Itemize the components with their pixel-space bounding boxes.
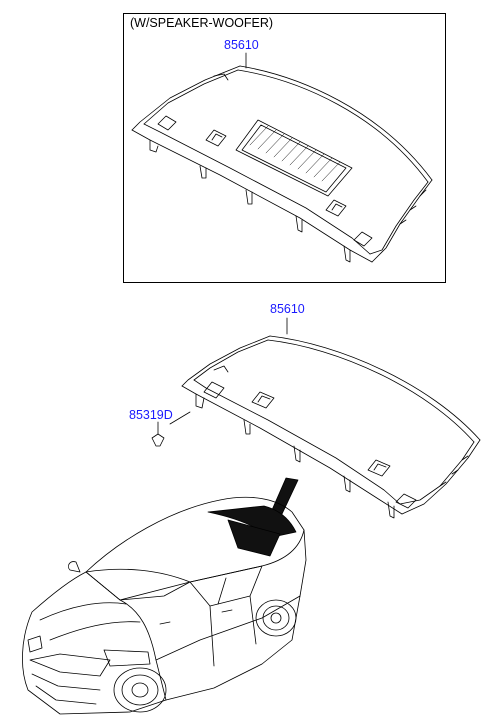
part-number-callout-inset[interactable]: 85610 [224,38,259,52]
car-illustration [22,496,307,715]
front-wheel [113,667,167,713]
package-tray [181,317,481,519]
inset-top-edge [239,65,433,181]
woofer-grille [235,119,353,197]
clip-leader-line [169,411,191,425]
speaker-woofer-variant-frame [123,13,446,283]
tray-top-edge [269,335,481,441]
clip-icon [151,433,165,447]
package-tray-with-woofer [131,52,433,263]
location-pointer-arrow [271,477,299,515]
clip-fastener [151,411,191,447]
clip-part-number-callout[interactable]: 85319D [129,408,173,422]
rear-wheel [255,599,297,637]
variant-label: (W/SPEAKER-WOOFER) [130,16,274,30]
rear-window-highlight [207,505,297,539]
part-number-callout-main[interactable]: 85610 [270,302,305,316]
